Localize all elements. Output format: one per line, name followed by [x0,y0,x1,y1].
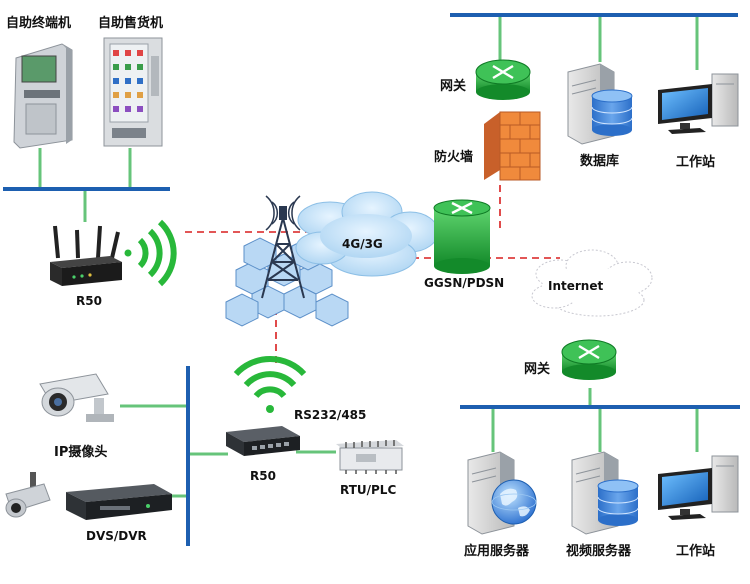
router-icon [433,199,491,274]
wifi-signal-icon [233,355,307,413]
label-workstation-bottom: 工作站 [676,544,716,559]
top-left-bus [3,187,170,191]
router-icon [226,426,300,456]
wired-links [38,17,699,498]
router-icon [50,225,122,286]
label-vending-machine: 自助售货机 [98,16,164,31]
kiosk-icon [13,43,73,149]
label-ip-camera: IP摄像头 [54,445,108,460]
workstation-icon [658,455,739,520]
label-workstation-top: 工作站 [676,155,716,170]
label-network-4g3g: 4G/3G [342,237,383,251]
database-icon [591,89,633,136]
label-gateway-top: 网关 [440,79,467,94]
label-rs232-485: RS232/485 [294,408,367,422]
bottom-left-bus [186,366,190,546]
ip-camera-icon [5,472,51,518]
label-gateway-bottom: 网关 [524,362,551,377]
bottom-right-bus [460,405,740,409]
label-video-server: 视频服务器 [566,544,632,559]
label-app-server: 应用服务器 [464,544,530,559]
label-dvs-dvr: DVS/DVR [86,529,147,543]
workstation-icon [658,73,739,134]
cloud-icon [295,191,439,277]
database-icon [597,479,639,526]
globe-icon [491,479,537,525]
ip-camera-icon [39,373,114,422]
vending-machine-icon [103,37,163,147]
label-database-top: 数据库 [580,154,620,169]
label-router-top: R50 [76,294,102,308]
label-kiosk: 自助终端机 [6,16,72,31]
firewall-icon [484,111,541,181]
label-ggsn: GGSN/PDSN [424,276,505,290]
top-right-bus [450,13,738,17]
router-icon [475,59,531,100]
wifi-signal-icon [124,219,177,287]
label-firewall: 防火墙 [434,150,474,165]
label-router-bottom: R50 [250,469,276,483]
label-internet: Internet [548,279,604,293]
dvr-icon [66,484,172,520]
router-icon [561,339,617,380]
cloud-fill [542,268,642,304]
plc-icon [336,440,404,474]
label-rtu-plc: RTU/PLC [340,483,397,497]
